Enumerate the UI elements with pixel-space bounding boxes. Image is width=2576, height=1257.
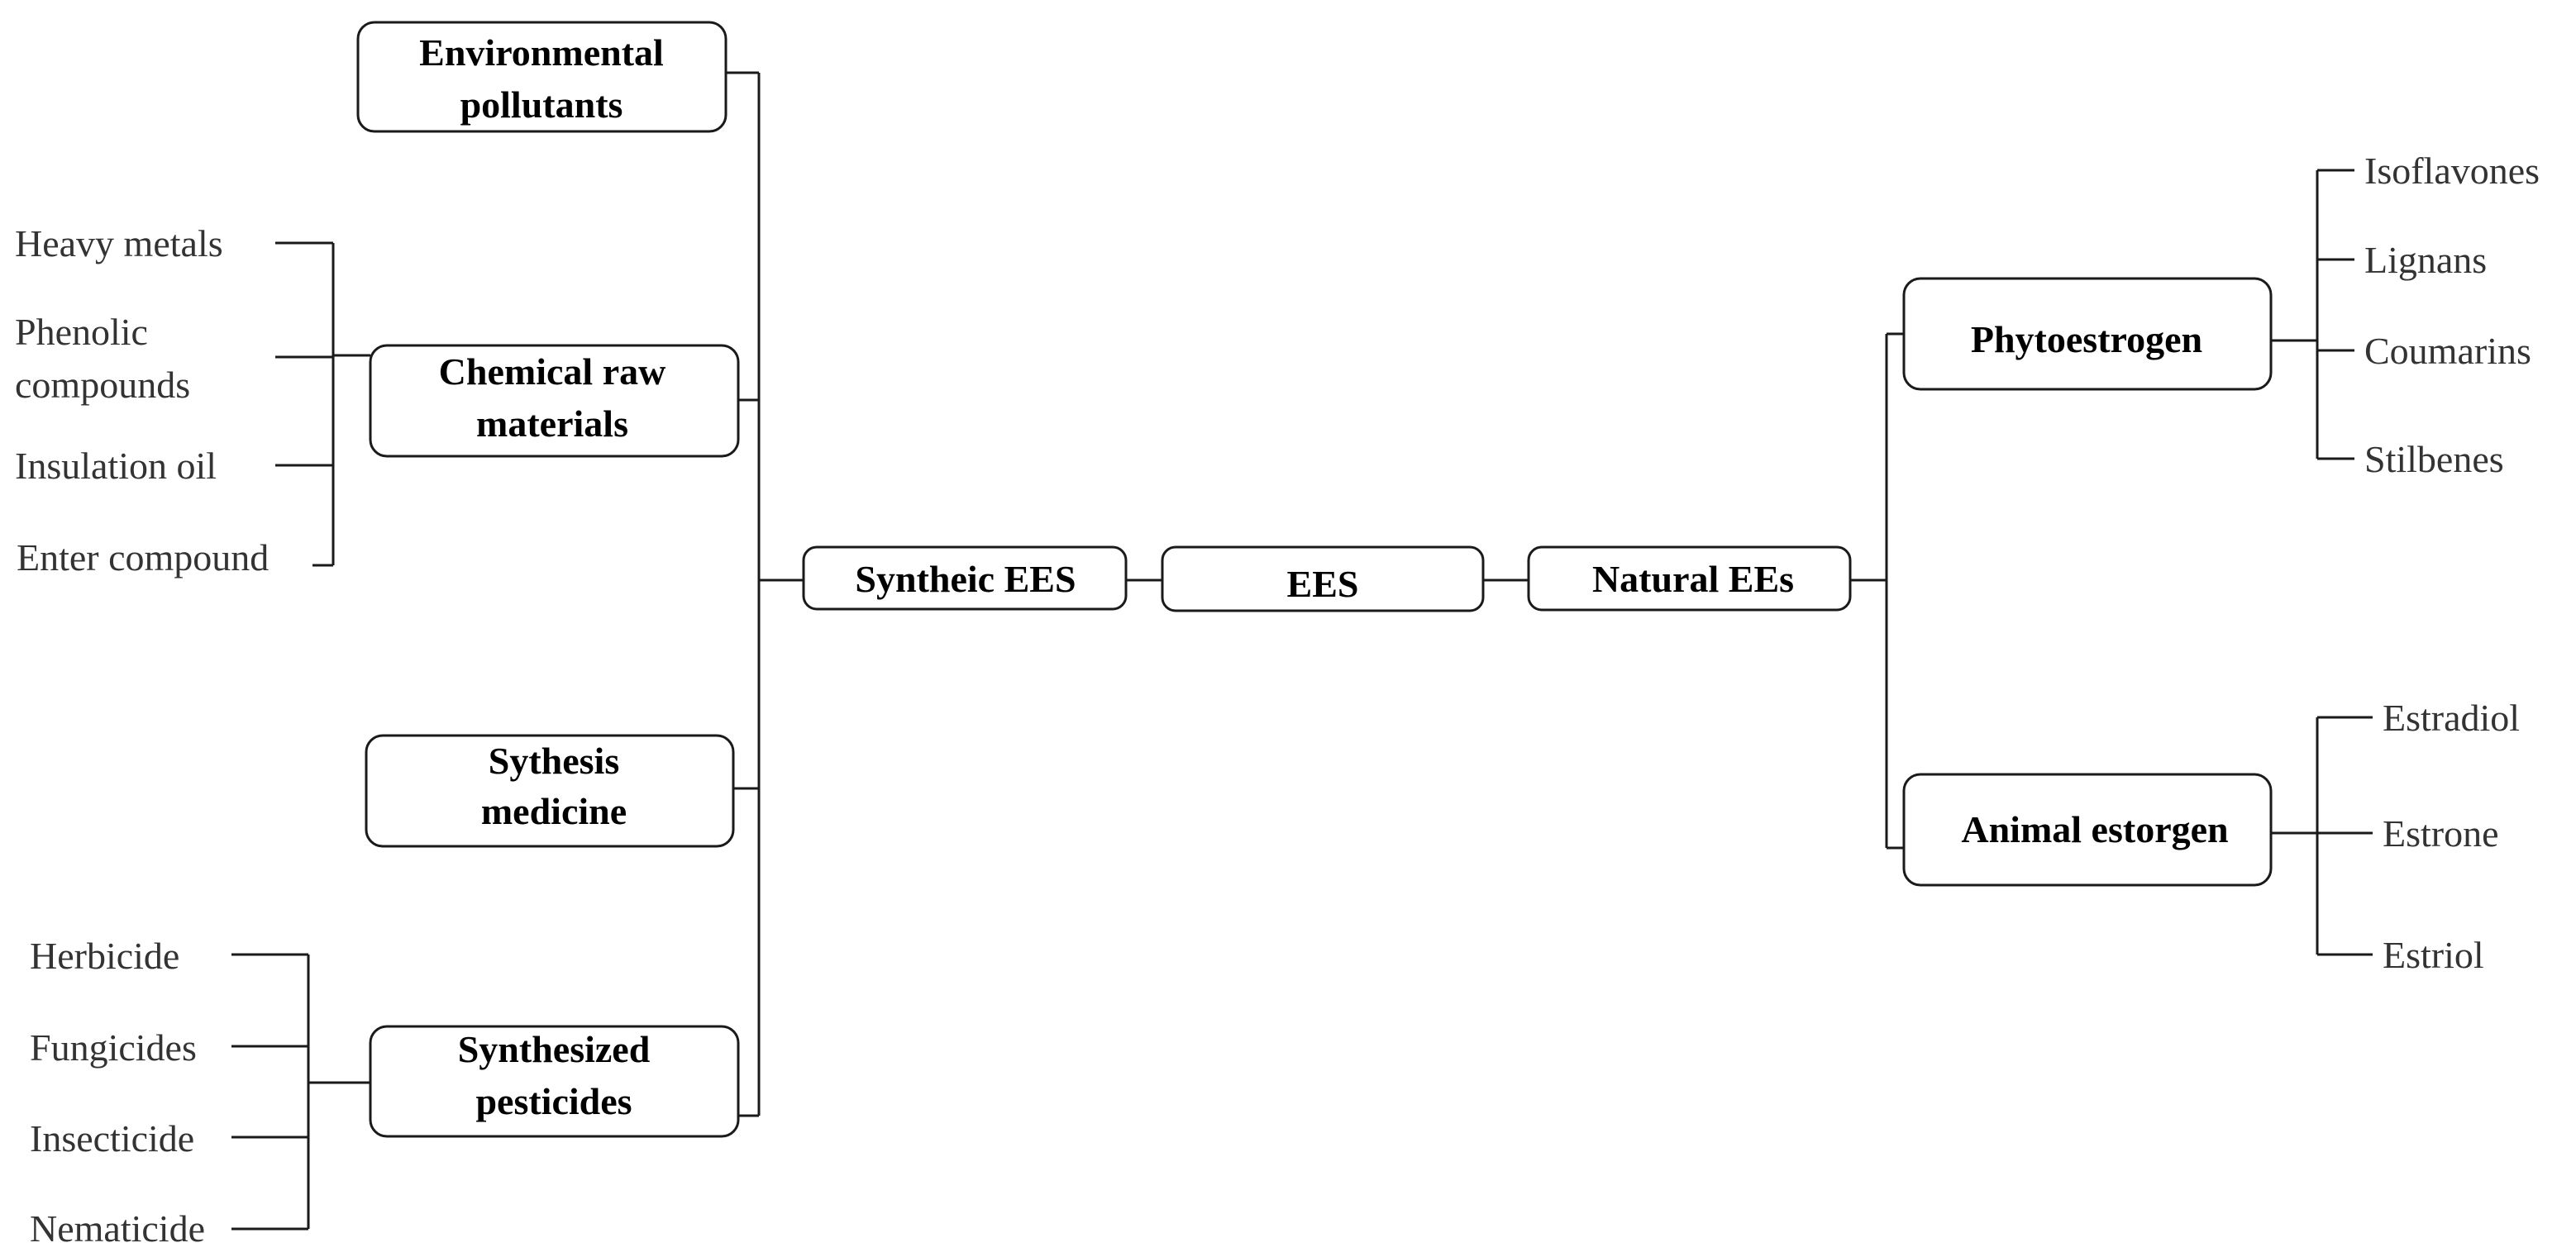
node-synthetic-ees: Syntheic EES bbox=[802, 545, 1128, 611]
node-chemical-raw-materials: Chemical raw materials bbox=[369, 344, 740, 458]
phyto-label: Phytoestrogen bbox=[1971, 318, 2202, 360]
leaf-estrone: Estrone bbox=[2383, 812, 2499, 855]
leaf-lignans: Lignans bbox=[2364, 239, 2487, 281]
synthetic-label: Syntheic EES bbox=[855, 558, 1076, 600]
pesticides-line1: Synthesized bbox=[458, 1028, 651, 1070]
natural-label: Natural EEs bbox=[1592, 558, 1794, 600]
leaf-phenolic-line2: compounds bbox=[15, 364, 190, 406]
ees-label: EES bbox=[1287, 563, 1359, 605]
pesticides-line2: pesticides bbox=[475, 1080, 632, 1122]
leaf-fungicides: Fungicides bbox=[30, 1026, 197, 1069]
node-phytoestrogen: Phytoestrogen bbox=[1902, 277, 2273, 391]
animal-label: Animal estorgen bbox=[1961, 808, 2228, 850]
medicine-line1: Sythesis bbox=[489, 740, 619, 782]
leaf-estriol: Estriol bbox=[2383, 934, 2484, 976]
leaf-nematicide: Nematicide bbox=[30, 1207, 205, 1250]
chemical-line2: materials bbox=[476, 402, 628, 445]
leaf-estradiol: Estradiol bbox=[2383, 697, 2520, 739]
node-natural-ees: Natural EEs bbox=[1527, 545, 1852, 612]
leaf-insulation-oil: Insulation oil bbox=[15, 445, 217, 487]
leaf-stilbenes: Stilbenes bbox=[2364, 438, 2504, 480]
leaf-heavy-metals: Heavy metals bbox=[15, 222, 223, 264]
node-synthesis-medicine: Sythesis medicine bbox=[365, 734, 735, 848]
environmental-line1: Environmental bbox=[419, 31, 664, 74]
chemical-items: Heavy metals Phenolic compounds Insulati… bbox=[15, 222, 269, 579]
leaf-isoflavones: Isoflavones bbox=[2364, 150, 2540, 192]
pesticide-items: Herbicide Fungicides Insecticide Nematic… bbox=[30, 935, 205, 1250]
node-environmental-pollutants: Environmental pollutants bbox=[356, 21, 727, 133]
medicine-line2: medicine bbox=[481, 790, 627, 832]
leaf-enter-compound: Enter compound bbox=[17, 536, 269, 579]
leaf-coumarins: Coumarins bbox=[2364, 330, 2531, 372]
leaf-phenolic-line1: Phenolic bbox=[15, 311, 148, 353]
leaf-herbicide: Herbicide bbox=[30, 935, 179, 977]
leaf-insecticide: Insecticide bbox=[30, 1117, 194, 1159]
node-animal-estrogen: Animal estorgen bbox=[1902, 773, 2273, 887]
phyto-items: Isoflavones Lignans Coumarins Stilbenes bbox=[2364, 150, 2540, 480]
node-ees: EES bbox=[1161, 545, 1485, 612]
connector-lines bbox=[231, 71, 2373, 1231]
environmental-line2: pollutants bbox=[460, 83, 623, 126]
node-synthesized-pesticides: Synthesized pesticides bbox=[369, 1025, 740, 1138]
animal-items: Estradiol Estrone Estriol bbox=[2383, 697, 2520, 976]
chemical-line1: Chemical raw bbox=[439, 350, 666, 393]
